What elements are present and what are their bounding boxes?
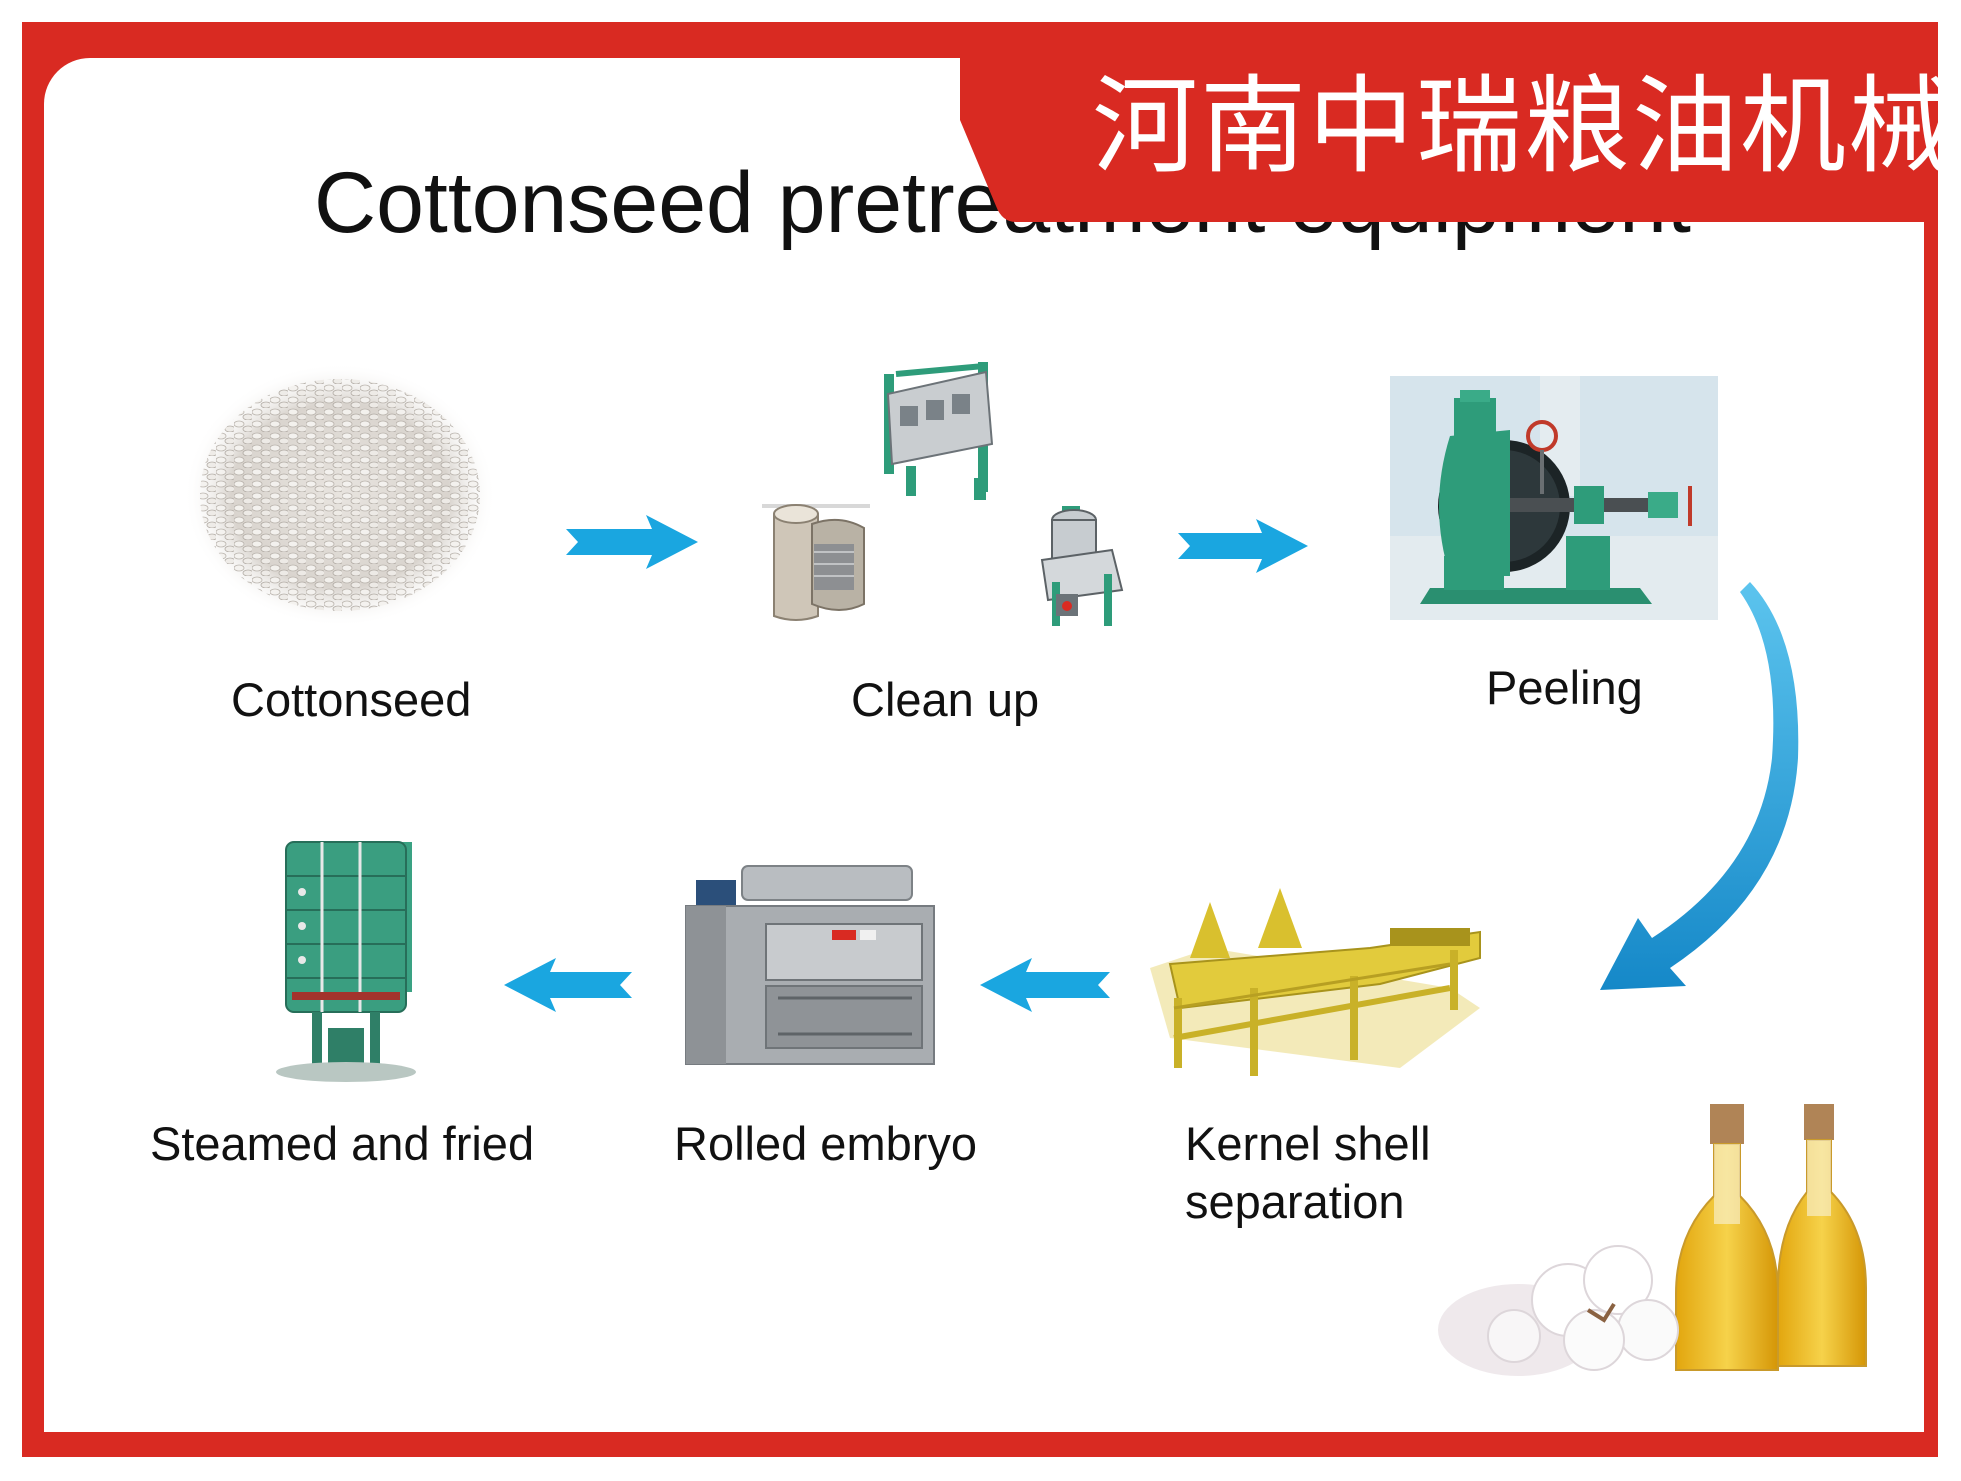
step-label-rolled-embryo: Rolled embryo bbox=[674, 1117, 978, 1170]
peeling-machine-image bbox=[1390, 376, 1718, 620]
step-label-clean-up: Clean up bbox=[851, 673, 1040, 726]
arrow-right-icon bbox=[1178, 519, 1308, 573]
cottonseed-image bbox=[184, 363, 496, 627]
curved-arrow-icon bbox=[1600, 582, 1799, 990]
cleaning-machines-image bbox=[762, 362, 1124, 626]
brand-banner bbox=[960, 22, 1938, 222]
arrow-left-icon bbox=[980, 958, 1110, 1012]
step-label-cottonseed: Cottonseed bbox=[231, 673, 472, 726]
roller-mill-image bbox=[685, 865, 935, 1065]
steam-cooker-image bbox=[276, 841, 416, 1082]
brand-name: 河南中瑞粮油机械 bbox=[1092, 65, 1956, 188]
step-label-peeling: Peeling bbox=[1486, 661, 1643, 714]
arrow-left-icon bbox=[504, 958, 632, 1012]
kernel-shell-separator-image bbox=[1150, 888, 1481, 1076]
step-label-steamed-fried: Steamed and fried bbox=[150, 1117, 535, 1170]
step-label-kernel-shell-line2: separation bbox=[1185, 1175, 1405, 1228]
cotton-oil-image bbox=[1438, 1104, 1892, 1376]
step-label-kernel-shell-line1: Kernel shell bbox=[1185, 1117, 1431, 1170]
arrow-right-icon bbox=[566, 515, 698, 569]
